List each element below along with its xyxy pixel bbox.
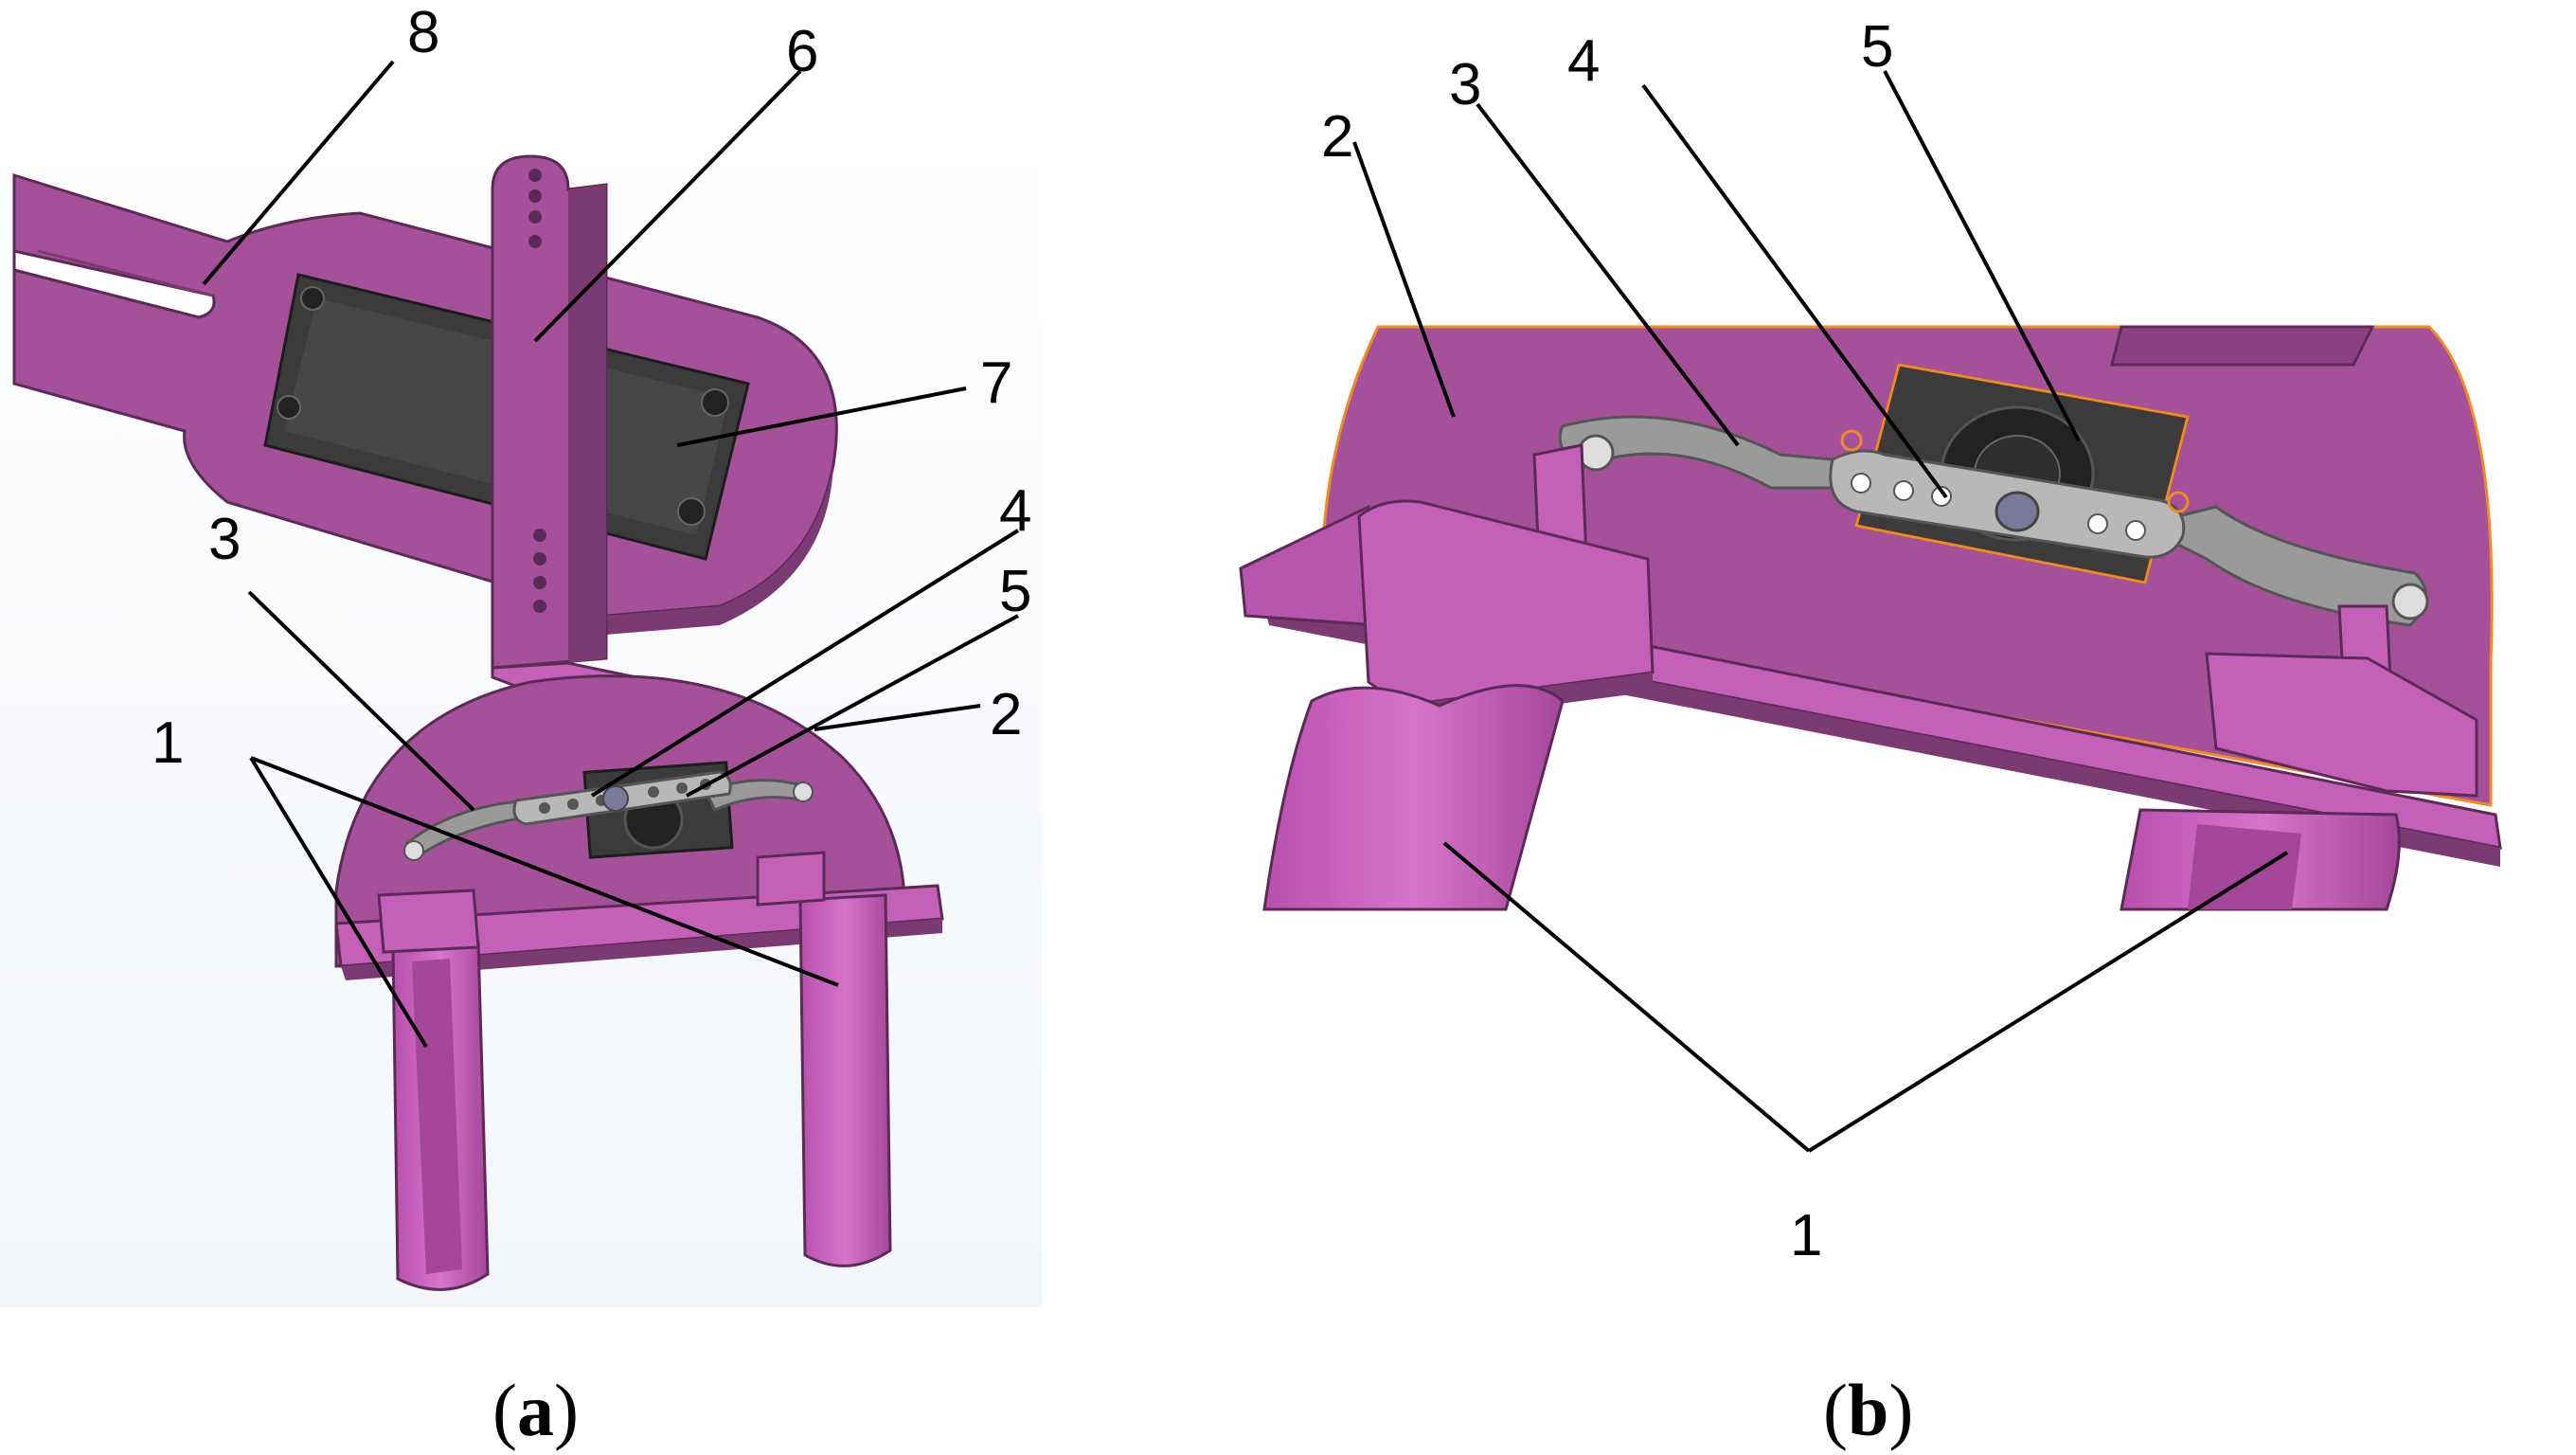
part-4-servo-horn-closeup	[1829, 429, 2190, 559]
callout-1-b: 1	[1790, 1203, 1822, 1268]
callout-3: 3	[208, 507, 241, 572]
callout-4-b: 4	[1567, 28, 1600, 94]
panel-a-leader-lines	[202, 60, 1020, 1049]
panel-b-caption-open: (	[1823, 1369, 1848, 1451]
callout-5: 5	[999, 559, 1031, 624]
panel-b-caption-close: )	[1888, 1369, 1913, 1451]
part-4-servo-horn	[512, 770, 732, 826]
part-1-fingers-closeup	[1239, 499, 2478, 911]
panel-b-callouts: 2 3 4 5 1	[1321, 14, 1893, 1268]
panel-a-caption-letter: a	[517, 1369, 554, 1451]
panel-a-caption-open: (	[492, 1369, 517, 1451]
callout-7: 7	[980, 350, 1012, 416]
callout-4: 4	[999, 478, 1031, 544]
panel-b: 2 3 4 5 1 (b)	[1239, 14, 2502, 1451]
panel-a: 8 6 7 3 4 5 2 1 (a)	[0, 0, 1042, 1451]
panel-b-leader-lines	[1352, 70, 2289, 1153]
callout-6: 6	[786, 19, 818, 84]
callout-1: 1	[152, 710, 184, 776]
panel-a-caption-close: )	[554, 1369, 579, 1451]
panel-a-caption: (a)	[492, 1369, 579, 1451]
callout-5-b: 5	[1861, 14, 1893, 80]
callout-8: 8	[407, 0, 439, 65]
callout-2: 2	[990, 682, 1022, 747]
panel-b-caption: (b)	[1823, 1369, 1913, 1451]
callout-2-b: 2	[1321, 104, 1353, 170]
panel-a-callouts: 8 6 7 3 4 5 2 1	[152, 0, 1031, 776]
panel-b-caption-letter: b	[1848, 1369, 1888, 1451]
callout-3-b: 3	[1449, 52, 1481, 117]
